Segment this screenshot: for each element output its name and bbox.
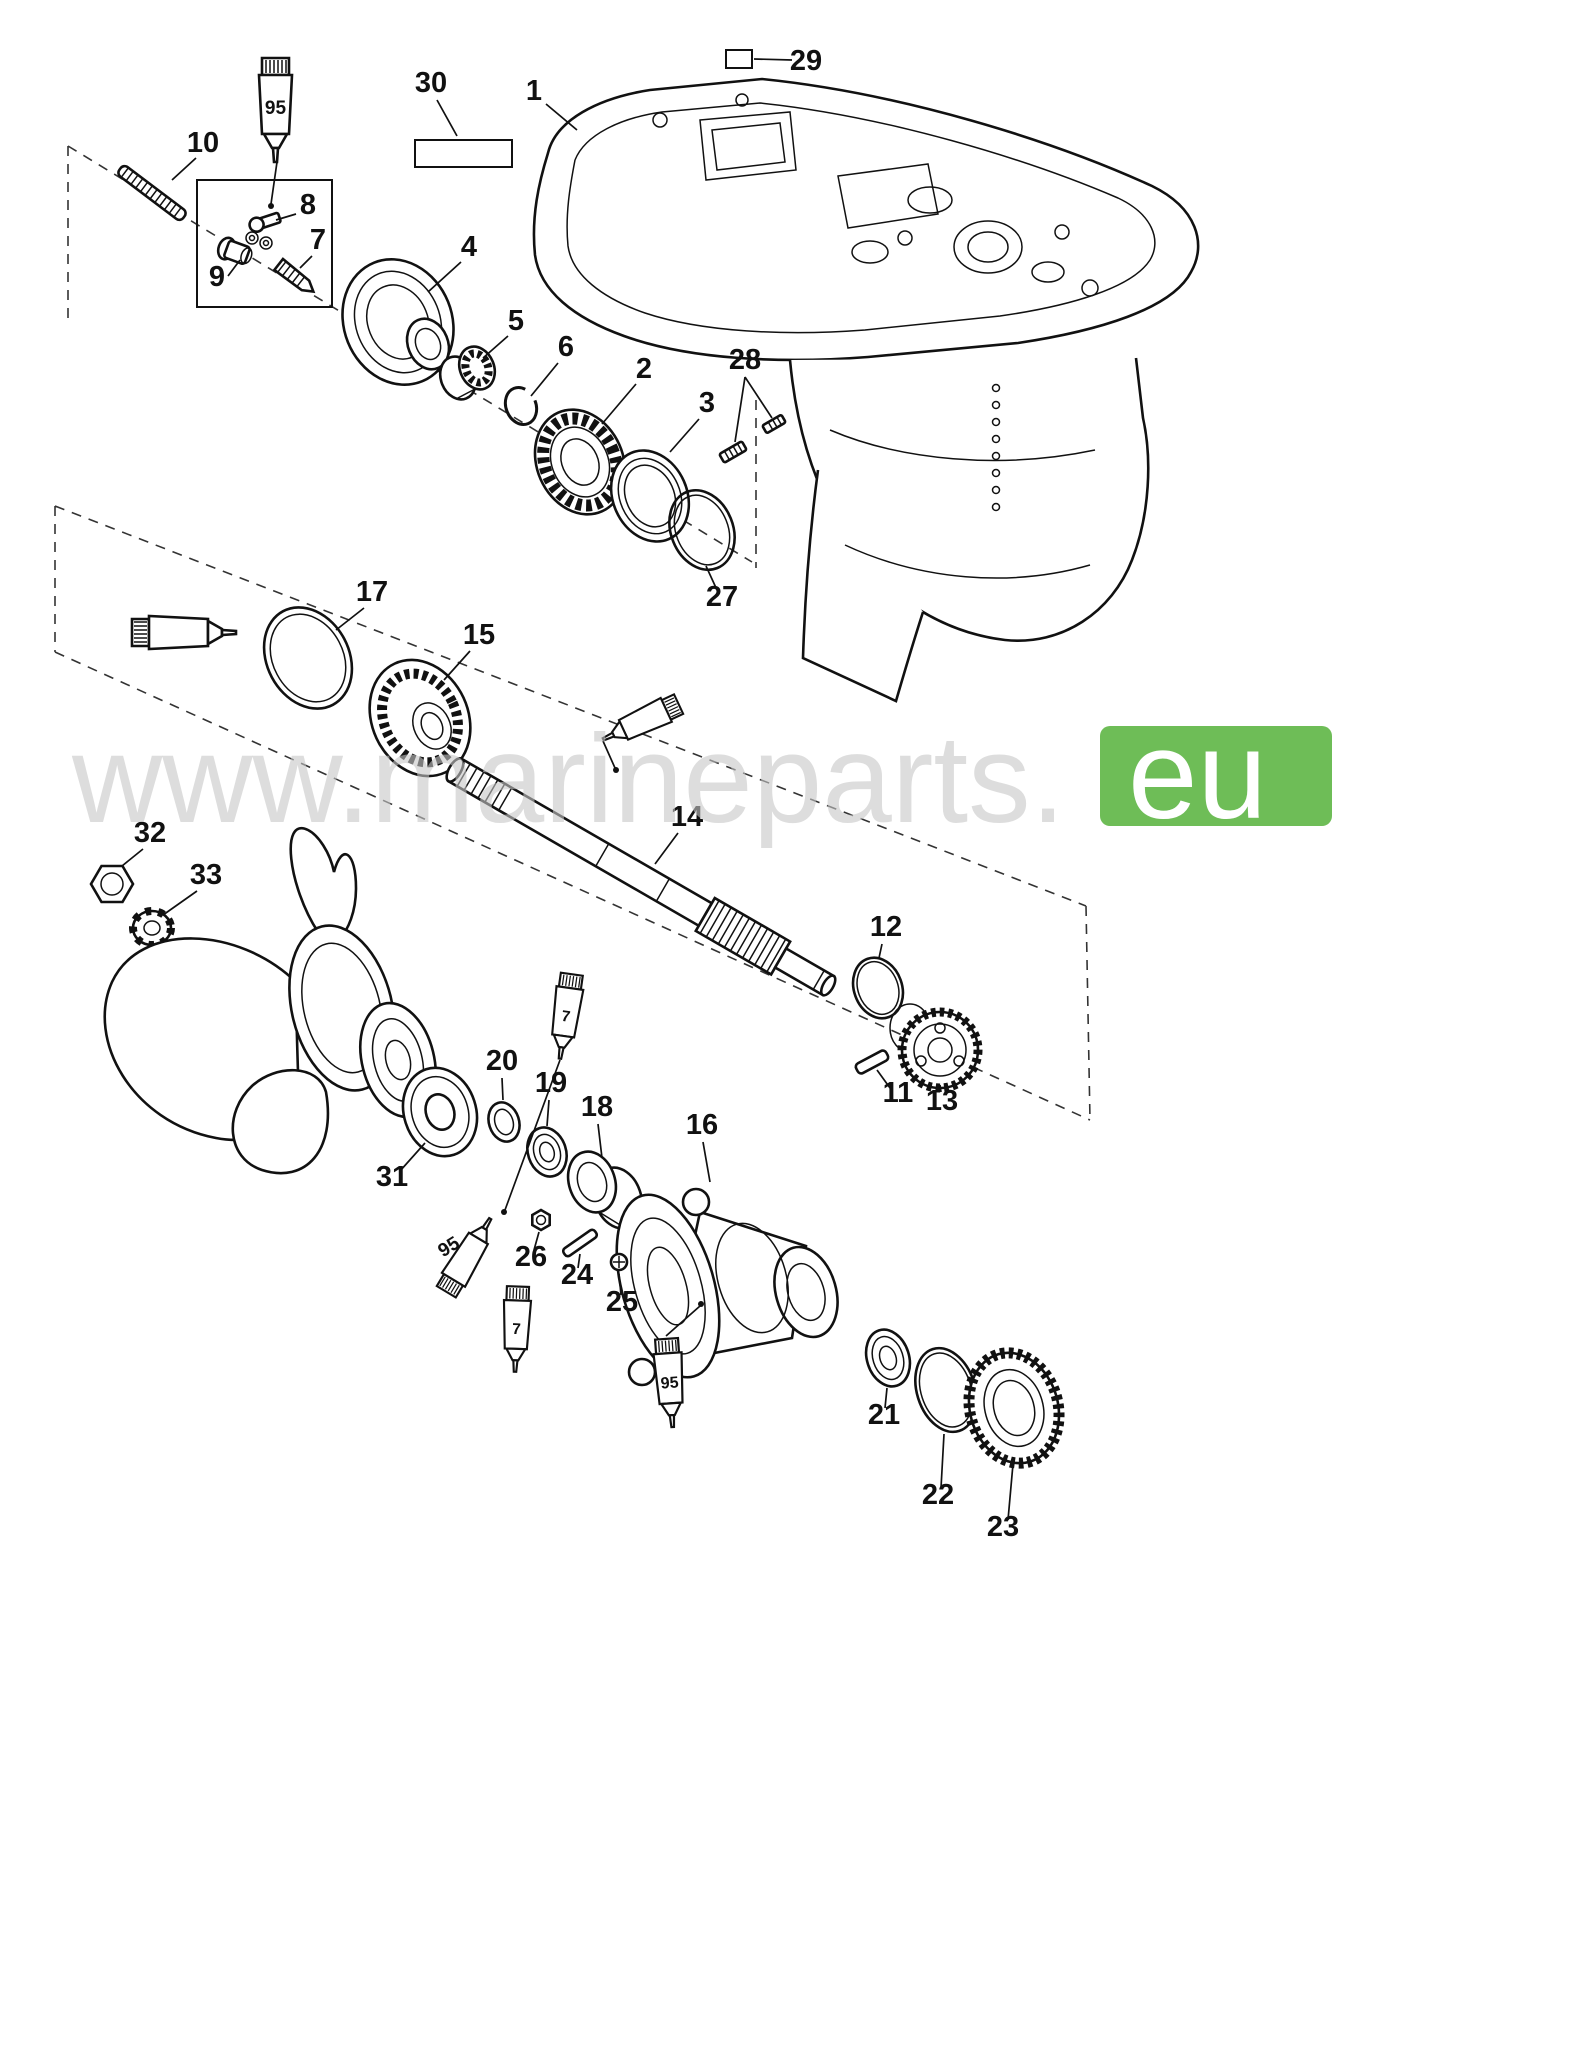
- callout-21: 21: [868, 1399, 900, 1431]
- clutch-gear-13: [889, 1003, 983, 1093]
- bearing-carrier-4: [341, 258, 455, 386]
- tube-label-95-top: 95: [265, 98, 287, 119]
- callout-28: 28: [729, 344, 761, 376]
- drain-plug-9: [216, 236, 253, 266]
- callout-4: 4: [461, 231, 477, 263]
- callout-18: 18: [581, 1091, 613, 1123]
- decal-29: [725, 49, 753, 69]
- callout-2: 2: [636, 353, 652, 385]
- callout-5: 5: [508, 305, 524, 337]
- prop-nut-32: [89, 864, 135, 904]
- callout-33: 33: [190, 859, 222, 891]
- callout-12: 12: [870, 911, 902, 943]
- tube-label-95-mid: 95: [660, 1373, 679, 1392]
- callout-31: 31: [376, 1161, 408, 1193]
- snap-ring-6: [503, 386, 539, 426]
- stud-10: [117, 164, 187, 222]
- bushing-18: [566, 1150, 644, 1230]
- propeller: [103, 826, 437, 1175]
- leader-dots: [268, 203, 704, 1307]
- callout-11: 11: [883, 1077, 914, 1109]
- watermark-eu-box: [1100, 726, 1332, 826]
- callout-16: 16: [686, 1109, 718, 1141]
- thrust-bearing-23: [963, 1347, 1065, 1469]
- tube-label-7-lower: 7: [512, 1321, 521, 1338]
- callout-6: 6: [558, 331, 574, 363]
- watermark-eu-text: eu: [1128, 706, 1267, 845]
- tube-label-7-upper: 7: [560, 1008, 571, 1026]
- sealant-tube-95-top: 95: [257, 56, 294, 164]
- callout-24: 24: [561, 1259, 593, 1291]
- callout-22: 22: [922, 1479, 954, 1511]
- callout-1: 1: [526, 75, 542, 107]
- seal-21: [864, 1328, 912, 1388]
- sealant-tube-95-mid: 95: [651, 1336, 688, 1430]
- thrust-hub-31: [401, 1066, 479, 1158]
- leader-lines: [121, 58, 1014, 1521]
- callout-15: 15: [463, 619, 495, 651]
- roll-pins-28: [718, 414, 787, 464]
- callout-3: 3: [699, 387, 715, 419]
- seal-19: [526, 1126, 568, 1178]
- bearing-carrier-16: [615, 1187, 839, 1387]
- callout-9: 9: [209, 261, 225, 293]
- screw-25: [609, 1252, 629, 1272]
- callout-27: 27: [706, 581, 738, 613]
- callout-14: 14: [671, 801, 703, 833]
- washer-22: [914, 1346, 978, 1434]
- callout-30: 30: [415, 67, 447, 99]
- callout-20: 20: [486, 1045, 518, 1077]
- callout-10: 10: [187, 127, 219, 159]
- tapered-plug-7: [272, 257, 316, 294]
- callouts: 1 2 3 4 5 6 7 8 9 10 11 12 13 14 15 16 1…: [134, 45, 1019, 1543]
- shear-pin-11: [854, 1049, 890, 1075]
- tapered-bearing-2: [533, 408, 627, 516]
- service-kit-box: [196, 179, 333, 308]
- o-ring-12: [851, 956, 905, 1020]
- sealant-tube-7-upper: 7: [545, 971, 587, 1062]
- forward-gear-15: [368, 658, 472, 778]
- watermark-text: www.marineparts.: [71, 710, 1065, 849]
- gear-housing: [532, 77, 1200, 703]
- o-ring-27: [668, 488, 736, 572]
- o-ring-17: [262, 606, 354, 710]
- tab-washer-33: [129, 907, 175, 949]
- key-pin-24: [561, 1228, 599, 1258]
- roller-bearing-5: [438, 345, 497, 401]
- callout-25: 25: [606, 1286, 638, 1318]
- callout-23: 23: [987, 1511, 1019, 1543]
- decal-30: [414, 139, 513, 168]
- sealant-tube-7-lower: 7: [500, 1285, 533, 1374]
- prop-shaft-14: [445, 756, 837, 997]
- callout-7: 7: [310, 224, 326, 256]
- callout-17: 17: [356, 576, 388, 608]
- watermark: www.marineparts. eu: [71, 706, 1332, 849]
- callout-26: 26: [515, 1241, 547, 1273]
- nut-26: [530, 1208, 552, 1232]
- callout-32: 32: [134, 817, 166, 849]
- callout-29: 29: [790, 45, 822, 77]
- callout-13: 13: [926, 1085, 958, 1117]
- callout-8: 8: [300, 189, 316, 221]
- screw-8: [248, 211, 282, 234]
- grease-tube-17: [130, 614, 238, 651]
- callout-19: 19: [535, 1067, 567, 1099]
- seal-20: [487, 1101, 521, 1143]
